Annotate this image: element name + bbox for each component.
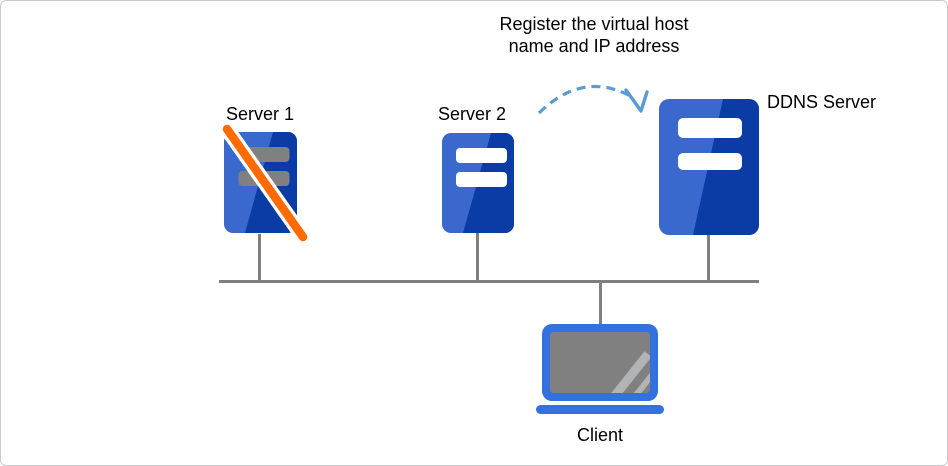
server2-label: Server 2: [437, 104, 507, 124]
ddns-server-icon: [659, 99, 759, 235]
screen-glare: [609, 351, 650, 393]
annotation-text: Register the virtual host name and IP ad…: [499, 14, 689, 56]
connector-ddns: [707, 235, 710, 280]
server2-icon: [442, 133, 514, 233]
network-trunk-line: [219, 280, 759, 283]
connector-server1: [258, 234, 261, 280]
server1-label: Server 1: [225, 104, 295, 124]
connector-client: [599, 283, 602, 325]
client-label: Client: [576, 425, 624, 445]
ddns-label: DDNS Server: [767, 92, 877, 112]
offline-slash-icon: [219, 121, 311, 245]
failover-arrow-icon: [537, 84, 649, 115]
laptop-icon: [536, 324, 664, 414]
connector-server2: [476, 233, 479, 280]
server1-icon: [219, 121, 311, 245]
